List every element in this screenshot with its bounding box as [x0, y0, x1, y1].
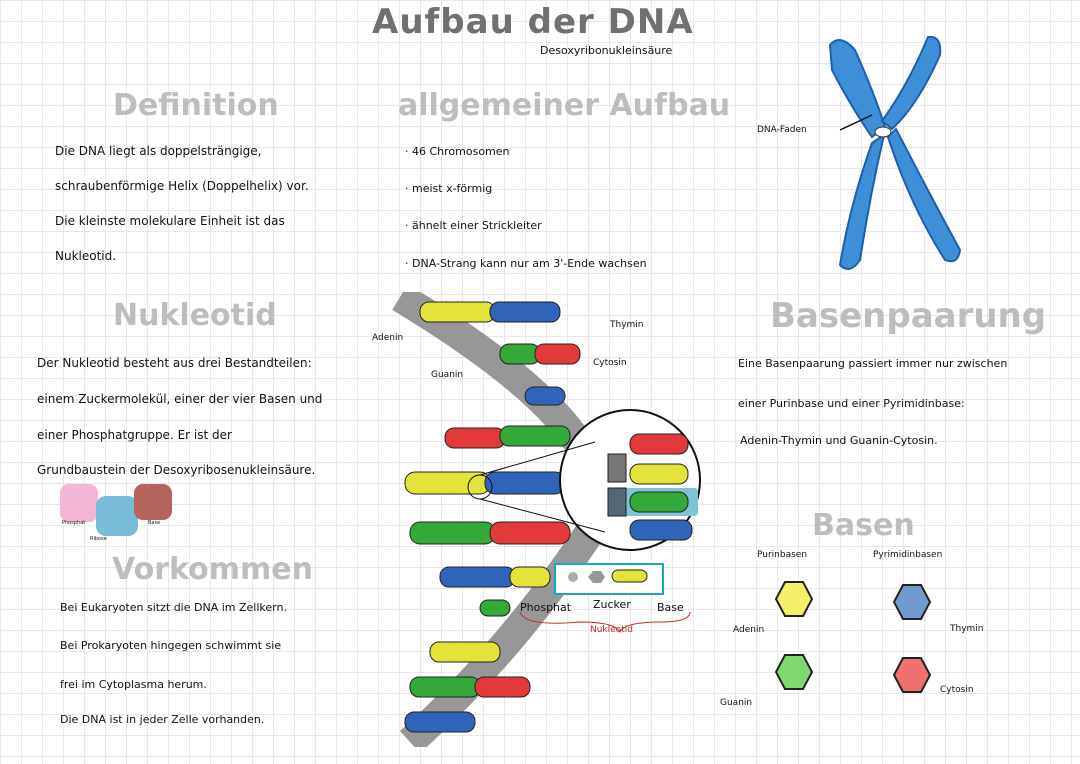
zoom-base-label: Base — [657, 601, 684, 614]
vorkommen-line: Bei Prokaryoten hingegen schwimmt sie — [60, 639, 282, 652]
aufbau-item: · meist x-förmig — [405, 182, 493, 195]
zoom-nukleotid-label: Nukleotid — [590, 625, 633, 635]
nukleotid-line: Der Nukleotid besteht aus drei Bestandte… — [37, 356, 312, 370]
adenin-structure-label: Adenin — [733, 625, 765, 635]
cytosin-label: Cytosin — [593, 358, 627, 368]
thymin-label: Thymin — [610, 320, 644, 330]
vorkommen-line: Bei Eukaryoten sitzt die DNA im Zellkern… — [60, 601, 287, 614]
chromosome-illustration — [828, 35, 962, 270]
pyrimidinbasen-label: Pyrimidinbasen — [873, 550, 943, 560]
definition-line: Die DNA liegt als doppelsträngige, — [55, 144, 262, 158]
nucleotide-structure-diagram — [60, 484, 172, 536]
dna-helix-illustration — [392, 292, 701, 747]
nukleotid-line: einer Phosphatgruppe. Er ist der — [37, 428, 232, 442]
guanin-structure — [774, 654, 814, 690]
aufbau-item: · DNA-Strang kann nur am 3'-Ende wachsen — [405, 257, 647, 270]
aufbau-heading: allgemeiner Aufbau — [398, 88, 731, 123]
vorkommen-heading: Vorkommen — [112, 552, 313, 587]
sugar-label: Ribose — [90, 536, 107, 542]
base-structures — [774, 581, 932, 693]
base-label: Base — [148, 520, 161, 526]
nukleotid-heading: Nukleotid — [113, 298, 277, 333]
zoom-zucker-label: Zucker — [593, 598, 631, 611]
nukleotid-line: Grundbaustein der Desoxyribosenukleinsäu… — [37, 463, 316, 477]
definition-heading: Definition — [113, 88, 279, 123]
cytosin-structure — [892, 657, 932, 693]
thymin-structure — [892, 584, 932, 620]
guanin-label: Guanin — [431, 370, 464, 380]
definition-line: Nukleotid. — [55, 249, 117, 263]
page-title: Aufbau der DNA — [372, 2, 694, 42]
adenin-label: Adenin — [372, 333, 404, 343]
adenin-structure — [774, 581, 814, 617]
page-subtitle: Desoxyribonukleinsäure — [540, 44, 673, 57]
aufbau-item: · 46 Chromosomen — [405, 145, 510, 158]
cytosin-structure-label: Cytosin — [940, 685, 974, 695]
aufbau-item: · ähnelt einer Strickleiter — [405, 219, 542, 232]
phosphate-label: Phosphat — [62, 520, 86, 526]
purinbasen-label: Purinbasen — [757, 550, 808, 560]
nukleotid-line: einem Zuckermolekül, einer der vier Base… — [37, 392, 323, 406]
vorkommen-line: Die DNA ist in jeder Zelle vorhanden. — [60, 713, 265, 726]
zoom-phosphat-label: Phosphat — [520, 601, 572, 614]
basenpaarung-line: Adenin-Thymin und Guanin-Cytosin. — [740, 434, 938, 447]
basenpaarung-line: Eine Basenpaarung passiert immer nur zwi… — [738, 357, 1008, 370]
chromosome-label: DNA-Faden — [757, 125, 807, 135]
basenpaarung-line: einer Purinbase und einer Pyrimidinbase: — [738, 397, 965, 410]
basen-heading: Basen — [812, 508, 915, 543]
basenpaarung-heading: Basenpaarung — [770, 296, 1047, 336]
guanin-structure-label: Guanin — [720, 698, 753, 708]
definition-line: Die kleinste molekulare Einheit ist das — [55, 214, 285, 228]
vorkommen-line: frei im Cytoplasma herum. — [60, 678, 207, 691]
thymin-structure-label: Thymin — [950, 624, 984, 634]
definition-line: schraubenförmige Helix (Doppelhelix) vor… — [55, 179, 309, 193]
